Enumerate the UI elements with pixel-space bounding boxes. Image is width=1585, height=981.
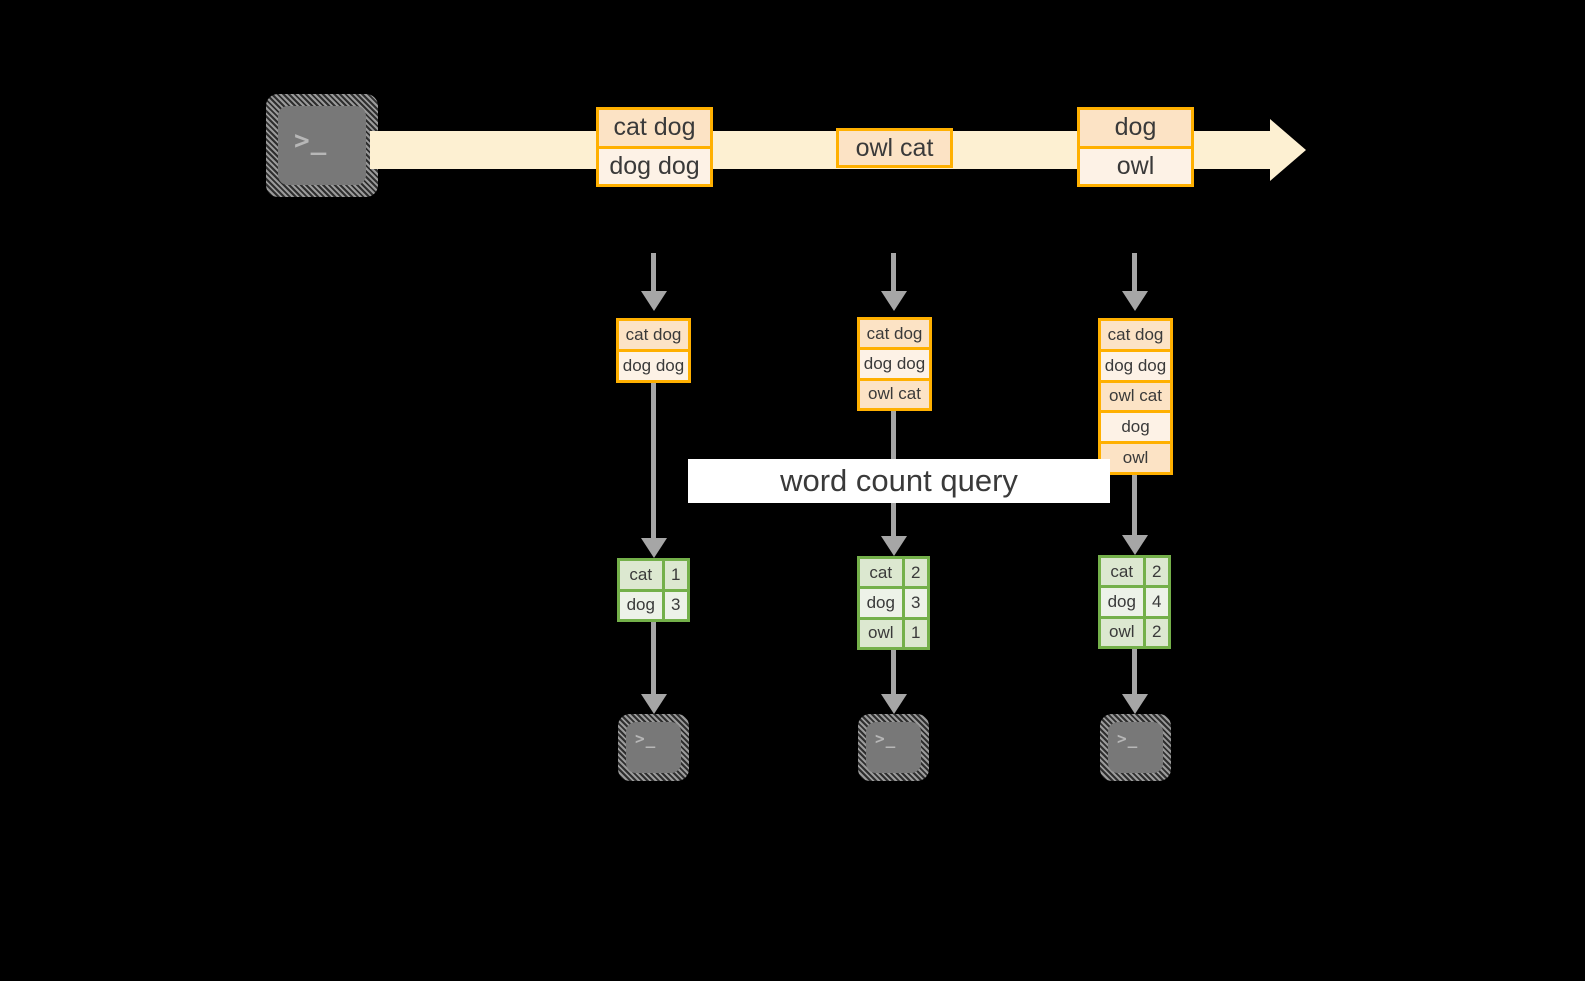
down-arrow-icon <box>641 538 667 558</box>
stream-event-line: dog dog <box>599 145 710 184</box>
output-connector-line <box>651 622 656 697</box>
input-connector-line <box>651 253 656 294</box>
down-arrow-icon <box>1122 535 1148 555</box>
snapshot-input-row: dog dog <box>619 349 688 380</box>
sink-terminal-icon: >_ <box>1100 714 1171 781</box>
snapshot-input-row: dog dog <box>1101 348 1170 380</box>
snapshot-input-row: dog <box>1101 410 1170 442</box>
output-connector-line <box>1132 649 1137 697</box>
terminal-face <box>278 106 366 185</box>
result-count: 1 <box>661 561 687 589</box>
result-count: 2 <box>1142 618 1168 646</box>
terminal-prompt-glyph: >_ <box>1117 729 1139 748</box>
result-count: 3 <box>901 589 927 617</box>
snapshot-input-row: cat dog <box>860 320 929 348</box>
table-row: cat 2 <box>860 559 927 587</box>
terminal-prompt-glyph: >_ <box>294 126 328 156</box>
down-arrow-icon <box>641 694 667 714</box>
source-terminal-icon: >_ <box>266 94 378 197</box>
stream-event-box: dog owl <box>1077 107 1194 187</box>
query-connector-line <box>1132 475 1137 538</box>
down-arrow-icon <box>881 536 907 556</box>
result-count: 4 <box>1142 588 1168 616</box>
snapshot-input-box: cat dog dog dog <box>616 318 691 383</box>
stream-event-box: owl cat <box>836 128 953 168</box>
stream-event-box: cat dog dog dog <box>596 107 713 187</box>
terminal-face <box>1108 722 1163 773</box>
table-row: cat 2 <box>1101 558 1168 586</box>
snapshot-input-box: cat dog dog dog owl cat dog owl <box>1098 318 1173 475</box>
snapshot-input-row: owl cat <box>860 377 929 408</box>
result-word: cat <box>860 559 902 587</box>
result-count: 2 <box>901 559 927 587</box>
result-word: dog <box>860 589 902 617</box>
sink-terminal-icon: >_ <box>858 714 929 781</box>
snapshot-input-box: cat dog dog dog owl cat <box>857 317 932 411</box>
result-word: dog <box>620 591 662 619</box>
table-row: dog 3 <box>860 586 927 617</box>
result-word: cat <box>620 561 662 589</box>
input-connector-line <box>1132 253 1137 294</box>
stream-event-line: dog <box>1080 110 1191 146</box>
snapshot-input-row: owl cat <box>1101 379 1170 411</box>
result-table: cat 1 dog 3 <box>617 558 690 622</box>
query-banner: word count query <box>688 459 1110 503</box>
stream-event-line: owl cat <box>839 131 950 165</box>
terminal-face <box>626 722 681 773</box>
table-row: owl 1 <box>860 616 927 647</box>
input-connector-line <box>891 253 896 294</box>
down-arrow-icon <box>881 291 907 311</box>
query-connector-line <box>651 383 656 541</box>
stream-arrow-head <box>1270 119 1306 181</box>
snapshot-input-row: owl <box>1101 441 1170 472</box>
query-banner-label: word count query <box>780 463 1018 498</box>
down-arrow-icon <box>881 694 907 714</box>
terminal-face <box>866 722 921 773</box>
output-connector-line <box>891 650 896 697</box>
result-word: dog <box>1101 588 1143 616</box>
stream-event-line: owl <box>1080 145 1191 184</box>
terminal-prompt-glyph: >_ <box>635 729 657 748</box>
result-count: 3 <box>661 591 687 619</box>
table-row: owl 2 <box>1101 615 1168 646</box>
terminal-prompt-glyph: >_ <box>875 729 897 748</box>
result-table: cat 2 dog 3 owl 1 <box>857 556 930 650</box>
result-table: cat 2 dog 4 owl 2 <box>1098 555 1171 649</box>
result-word: owl <box>860 619 902 647</box>
table-row: dog 3 <box>620 588 687 619</box>
snapshot-input-row: dog dog <box>860 347 929 378</box>
sink-terminal-icon: >_ <box>618 714 689 781</box>
table-row: dog 4 <box>1101 585 1168 616</box>
down-arrow-icon <box>1122 291 1148 311</box>
table-row: cat 1 <box>620 561 687 589</box>
result-count: 2 <box>1142 558 1168 586</box>
stream-event-line: cat dog <box>599 110 710 146</box>
down-arrow-icon <box>1122 694 1148 714</box>
result-word: owl <box>1101 618 1143 646</box>
result-word: cat <box>1101 558 1143 586</box>
snapshot-input-row: cat dog <box>1101 321 1170 349</box>
snapshot-input-row: cat dog <box>619 321 688 349</box>
down-arrow-icon <box>641 291 667 311</box>
result-count: 1 <box>901 619 927 647</box>
